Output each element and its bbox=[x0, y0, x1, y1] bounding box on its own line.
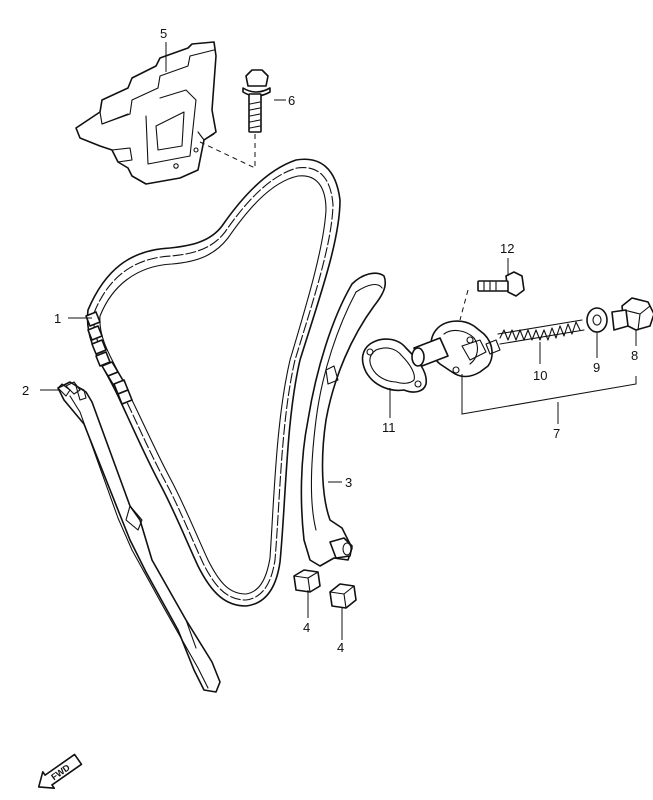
callout-10: 10 bbox=[533, 368, 547, 383]
part-4-damper-a bbox=[293, 569, 321, 593]
part-8-cap-bolt bbox=[611, 297, 653, 331]
leader-lines bbox=[40, 42, 637, 640]
part-6-bolt bbox=[242, 69, 271, 133]
part-10-spring bbox=[497, 319, 585, 345]
callout-1: 1 bbox=[54, 311, 61, 326]
part-2-front-chain-guide bbox=[57, 381, 221, 693]
callout-9: 9 bbox=[593, 360, 600, 375]
callout-7: 7 bbox=[553, 426, 560, 441]
part-12-mounting-bolt bbox=[477, 271, 525, 297]
bolt-12-dashed-line bbox=[459, 289, 469, 321]
guide-to-bolt-dashed-line bbox=[199, 141, 256, 169]
fwd-arrow-icon: FWD bbox=[37, 753, 83, 790]
part-3-tensioner-blade bbox=[300, 272, 387, 567]
callout-6: 6 bbox=[288, 93, 295, 108]
part-7-tensioner-assembly bbox=[411, 320, 501, 378]
callout-3: 3 bbox=[345, 475, 352, 490]
callout-12: 12 bbox=[500, 241, 514, 256]
callout-5: 5 bbox=[160, 26, 167, 41]
part-11-gasket bbox=[361, 338, 428, 393]
callout-4b: 4 bbox=[337, 640, 344, 655]
part-5-upper-chain-guide bbox=[75, 41, 217, 185]
callout-2: 2 bbox=[22, 383, 29, 398]
callout-labels: 5 6 1 2 3 4 4 12 10 9 8 11 7 bbox=[22, 26, 638, 655]
part-1-cam-chain bbox=[85, 158, 341, 607]
part-4-damper-b bbox=[329, 583, 357, 609]
callout-8: 8 bbox=[631, 348, 638, 363]
callout-4a: 4 bbox=[303, 620, 310, 635]
part-9-washer bbox=[586, 307, 608, 333]
callout-11: 11 bbox=[382, 420, 396, 435]
